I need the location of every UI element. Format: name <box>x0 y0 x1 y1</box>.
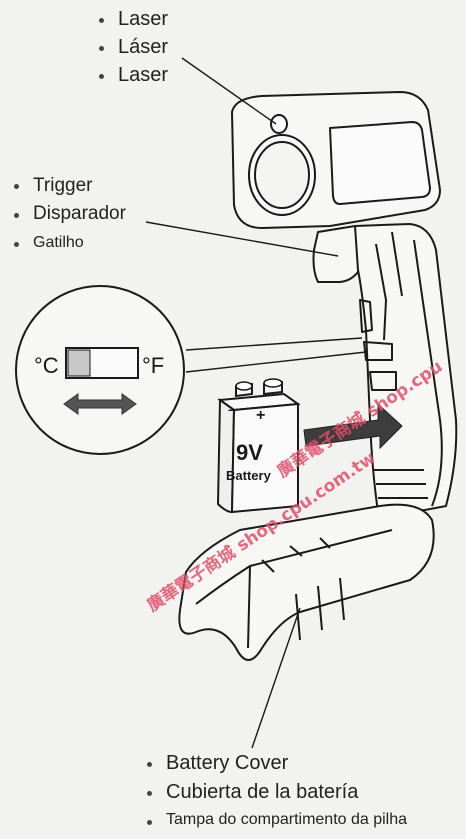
bullet <box>99 18 104 23</box>
bullet <box>99 46 104 51</box>
switch-leader-bottom <box>185 351 367 373</box>
display-window <box>329 121 431 205</box>
bullet <box>147 820 152 825</box>
battery-cover-label-pt: Tampa do compartimento da pilha <box>166 811 408 828</box>
trigger-leader <box>145 221 339 257</box>
direction-arrow-icon <box>63 393 137 415</box>
battery-face <box>230 402 299 514</box>
trigger-label-es: Disparador <box>33 203 126 224</box>
battery-cover-leader <box>251 607 301 749</box>
switch-detail <box>15 285 185 455</box>
battery-voltage: 9V <box>236 440 263 465</box>
laser-label-es: Láser <box>118 36 169 58</box>
battery-plus: + <box>256 407 265 424</box>
fahrenheit-label: °F <box>142 353 164 378</box>
battery-cover-label-es: Cubierta de la batería <box>166 781 359 803</box>
laser-label-pt: Laser <box>118 64 169 86</box>
laser-leader <box>181 57 277 125</box>
bullet <box>14 184 19 189</box>
laser-aperture <box>270 114 288 134</box>
celsius-label: °C <box>34 353 59 378</box>
leader-lines <box>145 57 367 749</box>
switch-knob <box>67 349 91 377</box>
battery-name: Battery <box>226 468 272 483</box>
battery-9v <box>216 378 301 514</box>
bullet <box>99 74 104 79</box>
battery-minus: – <box>228 401 236 417</box>
switch-leader-top <box>185 337 363 351</box>
battery-cover <box>178 503 435 661</box>
trigger-label-en: Trigger <box>33 175 93 196</box>
bullet <box>14 213 19 218</box>
bullet <box>14 242 19 247</box>
laser-label-en: Laser <box>118 8 169 30</box>
trigger-label-pt: Gatilho <box>33 234 84 251</box>
battery-cover-label-en: Battery Cover <box>166 752 289 774</box>
bullet <box>147 791 152 796</box>
bullet <box>147 762 152 767</box>
insert-arrow-icon <box>303 402 403 450</box>
